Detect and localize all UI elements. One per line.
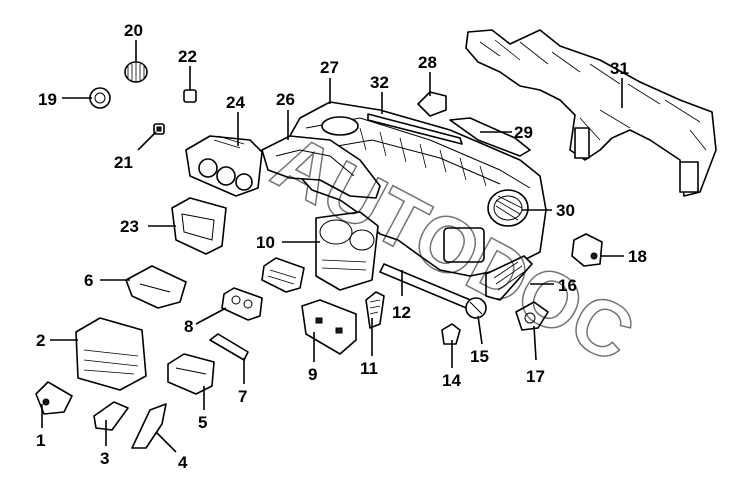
callout-4: 4 xyxy=(178,453,188,472)
callout-28: 28 xyxy=(418,53,437,72)
part-24-instrument-cluster xyxy=(185,135,263,197)
part-30-round-vent xyxy=(487,189,529,227)
part-5-tray xyxy=(167,353,215,395)
callout-8: 8 xyxy=(184,317,193,336)
callout-18: 18 xyxy=(628,247,647,266)
callout-27: 27 xyxy=(320,58,339,77)
part-18-bracket xyxy=(571,233,603,267)
callout-24: 24 xyxy=(226,93,245,112)
callout-7: 7 xyxy=(238,387,247,406)
callout-22: 22 xyxy=(178,47,197,66)
callout-6: 6 xyxy=(84,271,93,290)
part-9-lower-panel xyxy=(301,299,357,355)
part-6-bracket xyxy=(125,265,187,309)
callout-29: 29 xyxy=(514,123,533,142)
callout-10: 10 xyxy=(256,233,275,252)
part-27-dashboard-panel xyxy=(281,101,547,277)
callout-3: 3 xyxy=(100,449,109,468)
callout-12: 12 xyxy=(392,303,411,322)
callout-1: 1 xyxy=(36,431,45,450)
part-32-trim-strip xyxy=(367,113,463,145)
part-28-speaker-cover xyxy=(417,91,447,117)
part-29-upper-cover xyxy=(449,117,531,157)
callout-11: 11 xyxy=(360,359,378,378)
callout-23: 23 xyxy=(120,217,139,236)
callout-32: 32 xyxy=(370,73,389,92)
part-22-button xyxy=(183,89,197,103)
leader-lines xyxy=(41,40,624,453)
part-19-knob xyxy=(89,87,111,109)
part-11-small-cover xyxy=(365,291,385,329)
part-2-storage-box xyxy=(75,317,147,391)
callout-9: 9 xyxy=(308,365,317,384)
callout-2: 2 xyxy=(36,331,45,350)
callout-20: 20 xyxy=(124,21,143,40)
callout-31: 31 xyxy=(610,59,629,78)
callout-26: 26 xyxy=(276,90,295,109)
part-31-crossbeam xyxy=(465,29,717,197)
part-16-side-grille xyxy=(485,255,533,301)
part-20-rotary-knob xyxy=(124,61,148,83)
callout-30: 30 xyxy=(556,201,575,220)
callout-17: 17 xyxy=(526,367,545,386)
callout-21: 21 xyxy=(114,153,133,172)
callout-15: 15 xyxy=(470,347,489,366)
part-14-plug xyxy=(441,323,461,345)
part-26-cluster-hood xyxy=(261,135,381,199)
callout-labels: 19 20 21 22 24 26 27 32 28 29 30 31 23 1… xyxy=(36,21,647,472)
part-7-handle xyxy=(209,333,249,361)
part-10-center-stack xyxy=(315,211,379,291)
part-switch-block xyxy=(261,257,305,293)
callout-5: 5 xyxy=(198,413,207,432)
callout-19: 19 xyxy=(38,90,57,109)
part-4-side-trim xyxy=(131,403,167,449)
callout-14: 14 xyxy=(442,371,461,390)
part-17-connector xyxy=(515,301,549,331)
callout-16: 16 xyxy=(558,276,577,295)
part-21-clip xyxy=(153,123,165,135)
part-23-vent-housing xyxy=(171,197,227,255)
part-3-small-bracket xyxy=(93,401,129,431)
part-15-switch xyxy=(465,297,487,319)
part-8-switch-panel xyxy=(221,287,263,321)
